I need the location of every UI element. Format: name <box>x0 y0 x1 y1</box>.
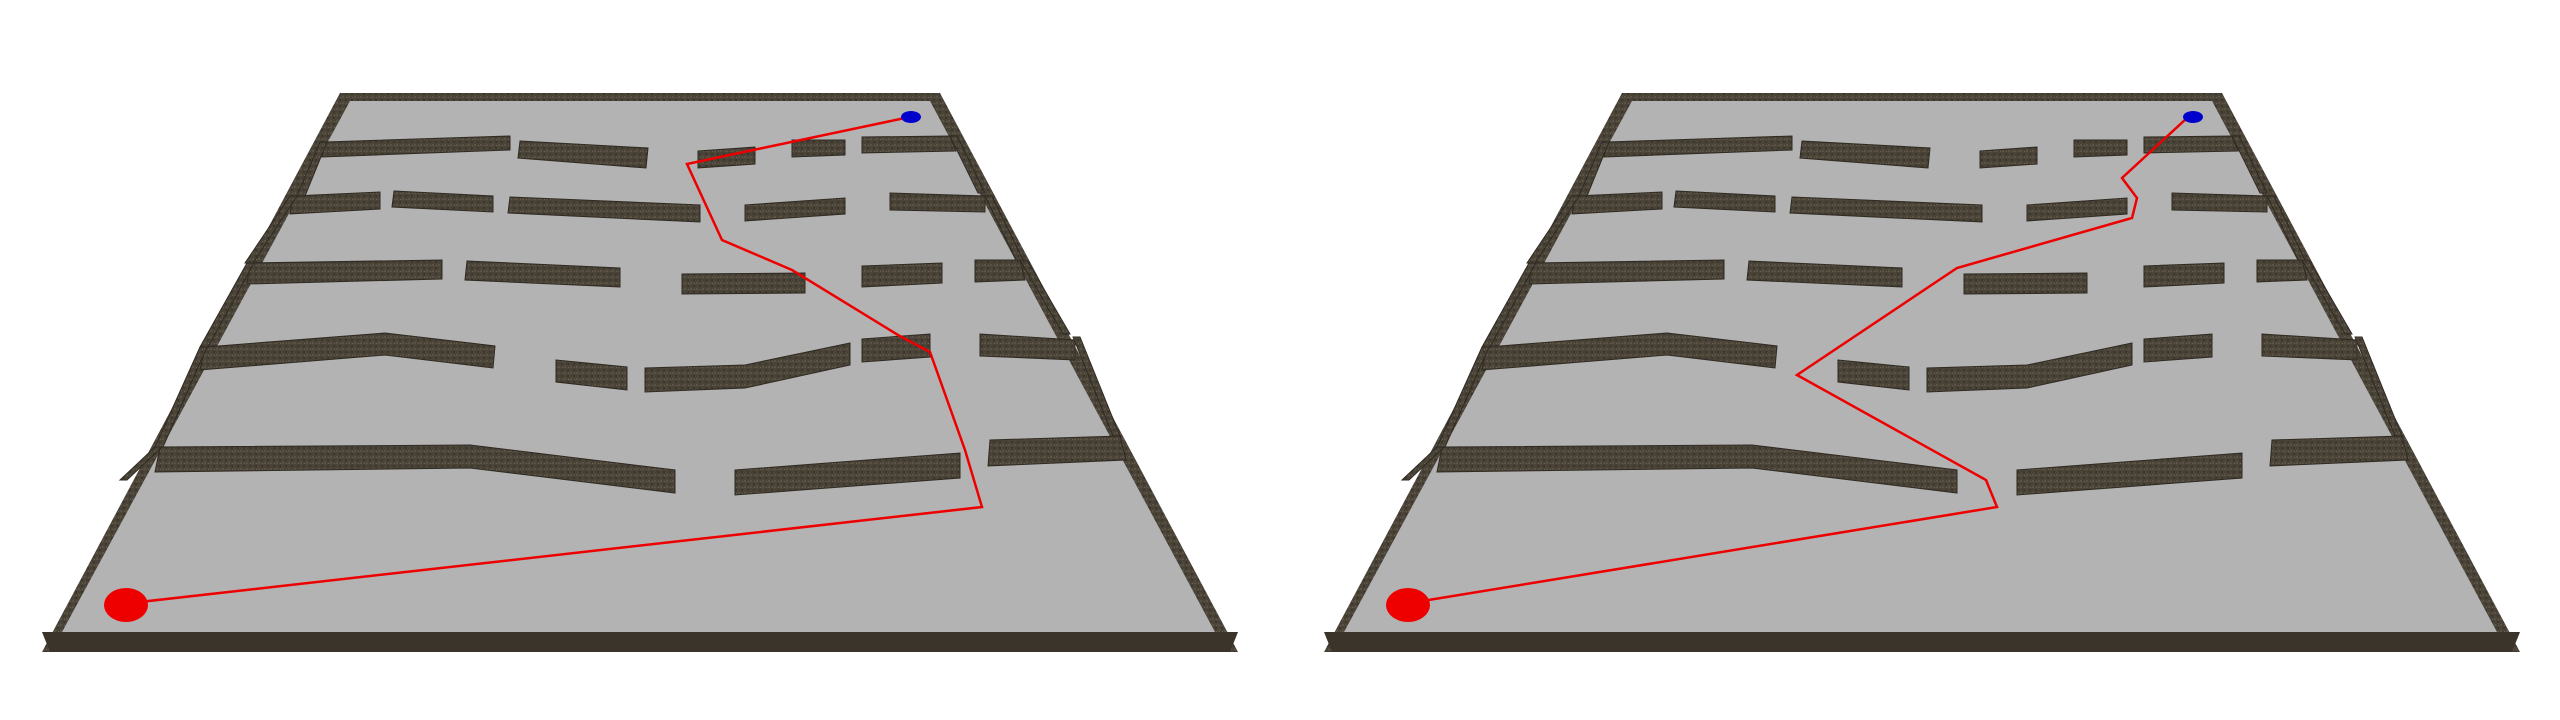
start-marker <box>104 588 148 622</box>
solution-path <box>121 116 984 606</box>
board-floor <box>1344 101 2497 632</box>
board-front-edge <box>42 632 1238 652</box>
goal-marker <box>901 111 921 123</box>
solution-path <box>1403 117 2188 606</box>
goal-marker <box>2183 111 2203 123</box>
start-marker <box>1386 588 1430 622</box>
maze-panel-left <box>42 93 1238 652</box>
board-front-edge <box>1324 632 2520 652</box>
maze-walls <box>118 135 1127 496</box>
maze-panel-right <box>1324 93 2520 652</box>
maze-walls <box>1400 135 2409 496</box>
board-floor <box>62 101 1215 632</box>
